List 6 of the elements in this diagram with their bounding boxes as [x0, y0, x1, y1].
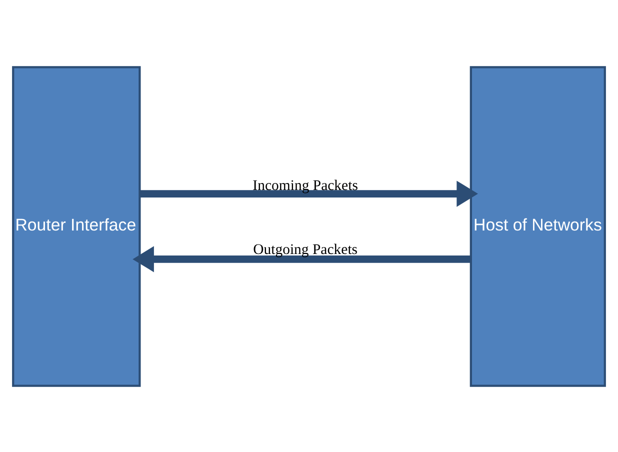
node-box: Host of Networks: [470, 66, 606, 386]
arrow: [140, 180, 478, 206]
edge-label: Incoming Packets: [252, 177, 358, 194]
edge-label: Outgoing Packets: [253, 242, 358, 258]
node-box: Router Interface: [12, 66, 141, 386]
arrow: [132, 246, 471, 272]
